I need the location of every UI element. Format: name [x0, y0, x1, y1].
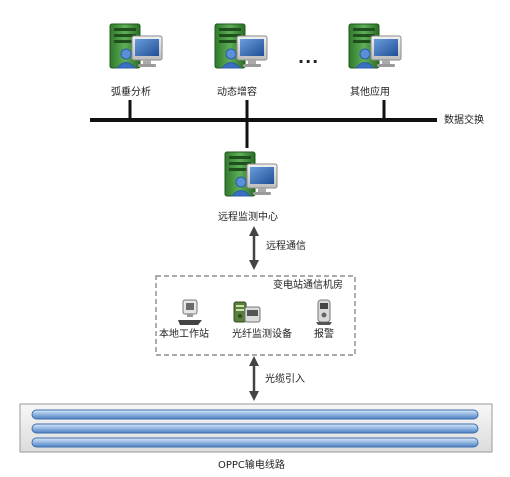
label-remote-comm: 远程通信 [266, 241, 306, 252]
label-oppc-line: OPPC输电线路 [218, 460, 285, 471]
alarm-icon [316, 299, 332, 325]
substation-title: 变电站通信机房 [273, 280, 343, 291]
server-icon-other-apps [348, 23, 402, 69]
cable-lead-in-arrow [249, 356, 259, 401]
oppc-cable-1 [31, 409, 479, 420]
ellipsis-more-servers: ··· [298, 52, 320, 71]
label-alarm: 报警 [314, 329, 334, 340]
oppc-cable-3 [31, 437, 479, 448]
server-icon-dynamic-capacity [214, 23, 268, 69]
label-dynamic-capacity: 动态增容 [217, 87, 257, 98]
label-arc-sag: 弧垂分析 [111, 87, 151, 98]
fiber-monitor-icon [233, 301, 261, 323]
oppc-cable-2 [31, 423, 479, 434]
label-monitoring-center: 远程监测中心 [218, 212, 278, 223]
server-icon-monitoring-center [224, 151, 278, 197]
label-data-exchange: 数据交换 [444, 115, 484, 126]
remote-comm-arrow [249, 226, 259, 270]
label-local-workstation: 本地工作站 [159, 329, 209, 340]
label-cable-lead-in: 光缆引入 [265, 374, 305, 385]
workstation-icon [178, 299, 202, 325]
label-other-apps: 其他应用 [350, 87, 390, 98]
server-icon-arc-sag [109, 23, 163, 69]
label-fiber-monitor: 光纤监测设备 [232, 329, 292, 340]
